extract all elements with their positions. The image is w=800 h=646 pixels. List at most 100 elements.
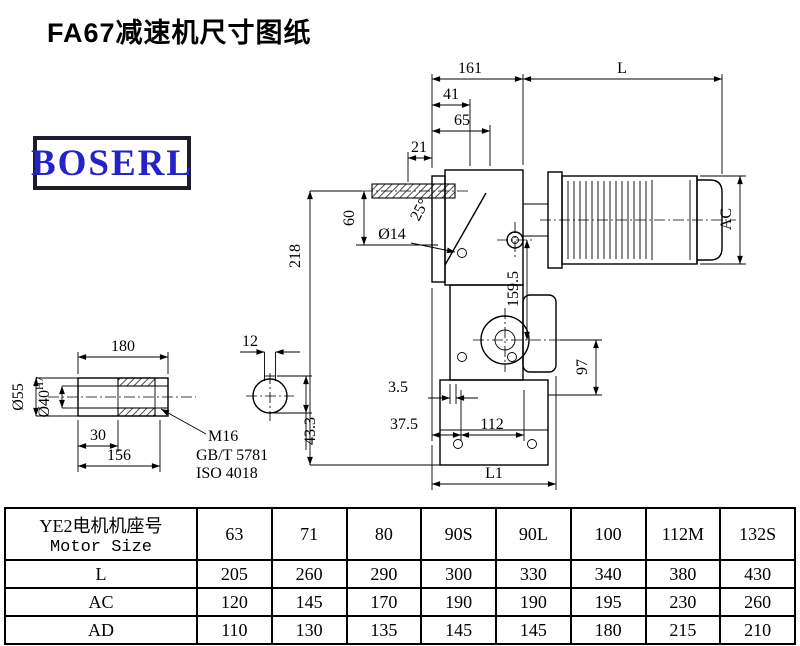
- dim-outer-dia-label: Ø55: [10, 383, 27, 411]
- value-cell: 260: [719, 587, 796, 617]
- thread-callout: M16 GB/T 5781 ISO 4018: [160, 408, 268, 482]
- dim-161-label: 161: [458, 60, 482, 77]
- dim-key-height: 43.3: [270, 375, 319, 450]
- value-cell: 145: [495, 615, 572, 645]
- dim-L-label: L: [617, 60, 627, 77]
- dimension-table: YE2电机机座号 Motor Size 63 71 80 90S 90L 100…: [4, 507, 796, 645]
- dim-angle-label: 25°: [407, 196, 433, 224]
- value-cell: 210: [719, 615, 796, 645]
- table-row-AD: AD 110 130 135 145 145 180 215 210: [4, 615, 796, 645]
- dim-bore-dia: Ø40H7: [34, 376, 78, 418]
- boserl-logo: BOSERL: [31, 136, 191, 190]
- value-cell: 300: [420, 559, 497, 589]
- size-header-cell: 80: [345, 507, 423, 561]
- dim-AC: AC: [700, 175, 746, 265]
- row-label-L: L: [4, 559, 198, 589]
- motor: [540, 171, 736, 269]
- technical-drawing: 161 L 41 65 21 60: [10, 60, 746, 490]
- dim-180: 180: [77, 338, 169, 374]
- dim-L1-label: L1: [485, 465, 503, 482]
- value-cell: 180: [569, 615, 647, 645]
- dim-L: L: [523, 60, 723, 174]
- value-cell: 430: [719, 559, 796, 589]
- dim-60-label: 60: [341, 210, 358, 226]
- value-cell: 170: [345, 587, 423, 617]
- dim-30: 30: [78, 420, 119, 452]
- dim-156: 156: [77, 420, 161, 472]
- value-cell: 110: [196, 615, 273, 645]
- dim-hole-dia: Ø14: [378, 226, 456, 254]
- dim-key-width: 12: [240, 333, 300, 355]
- table-row-AC: AC 120 145 170 190 190 195 230 260: [4, 587, 796, 617]
- input-shaft: [362, 183, 470, 199]
- dim-21: 21: [407, 139, 432, 182]
- dim-60: 60: [341, 191, 438, 246]
- main-view: 161 L 41 65 21 60: [287, 60, 746, 490]
- dim-180-label: 180: [111, 338, 135, 355]
- dim-97: 97: [548, 339, 602, 396]
- dim-161: 161: [431, 60, 524, 168]
- motor-size-header: YE2电机机座号 Motor Size: [4, 507, 198, 561]
- dim-37-5: 37.5: [390, 288, 462, 441]
- dim-112-label: 112: [480, 416, 503, 433]
- value-cell: 120: [196, 587, 273, 617]
- size-header-cell: 112M: [644, 507, 722, 561]
- value-cell: 145: [420, 615, 497, 645]
- value-cell: 290: [345, 559, 423, 589]
- dim-3-5: 3.5: [388, 379, 478, 404]
- value-cell: 330: [495, 559, 572, 589]
- standard-iso-label: ISO 4018: [196, 465, 258, 482]
- dim-outer-dia: Ø55: [10, 377, 78, 417]
- dim-97-label: 97: [574, 359, 591, 375]
- motor-size-header-cn: YE2电机机座号: [39, 515, 163, 536]
- thread-label: M16: [208, 428, 238, 445]
- dim-112: 112: [461, 390, 525, 441]
- dim-65-label: 65: [454, 112, 470, 129]
- standard-gbt-label: GB/T 5781: [196, 447, 268, 464]
- dim-159-5-label: 159.5: [505, 271, 522, 307]
- dim-30-label: 30: [90, 427, 106, 444]
- motor-fins: [567, 180, 691, 260]
- table-header-row: YE2电机机座号 Motor Size 63 71 80 90S 90L 100…: [4, 507, 796, 561]
- dim-angle-25: 25°: [407, 196, 433, 224]
- dim-key-height-label: 43.3: [302, 417, 319, 445]
- dim-159-5: 159.5: [505, 240, 530, 340]
- dim-hole-dia-label: Ø14: [378, 226, 406, 243]
- motor-size-header-en: Motor Size: [49, 537, 153, 557]
- value-cell: 340: [569, 559, 647, 589]
- size-header-cell: 90L: [495, 507, 572, 561]
- value-cell: 215: [644, 615, 722, 645]
- dim-key-width-label: 12: [242, 333, 258, 350]
- size-header-cell: 71: [270, 507, 348, 561]
- dim-bore-dia-label: Ø40H7: [34, 376, 53, 418]
- dim-L1: L1: [431, 376, 557, 490]
- value-cell: 205: [196, 559, 273, 589]
- value-cell: 190: [495, 587, 572, 617]
- value-cell: 190: [420, 587, 497, 617]
- dim-41-label: 41: [443, 86, 459, 103]
- hollow-shaft: [48, 377, 196, 417]
- table-row-L: L 205 260 290 300 330 340 380 430: [4, 559, 796, 589]
- dim-21-label: 21: [411, 139, 427, 156]
- page-title: FA67减速机尺寸图纸: [47, 18, 312, 48]
- shaft-section-circle: [246, 352, 294, 421]
- row-label-AC: AC: [4, 587, 198, 617]
- value-cell: 195: [569, 587, 647, 617]
- dim-AC-label: AC: [718, 208, 735, 230]
- value-cell: 145: [270, 587, 348, 617]
- shaft-detail-view: 180 30 156 Ø55 Ø40H7: [10, 333, 319, 482]
- size-header-cell: 90S: [420, 507, 497, 561]
- dim-156-label: 156: [107, 447, 131, 464]
- dim-218: 218: [287, 190, 440, 466]
- value-cell: 230: [644, 587, 722, 617]
- size-header-cell: 63: [196, 507, 273, 561]
- size-header-cell: 132S: [719, 507, 796, 561]
- row-label-AD: AD: [4, 615, 198, 645]
- dim-218-label: 218: [287, 244, 304, 268]
- value-cell: 130: [270, 615, 348, 645]
- value-cell: 135: [345, 615, 423, 645]
- value-cell: 260: [270, 559, 348, 589]
- value-cell: 380: [644, 559, 722, 589]
- gearbox-housing: [431, 169, 560, 466]
- dim-37-5-label: 37.5: [390, 416, 418, 433]
